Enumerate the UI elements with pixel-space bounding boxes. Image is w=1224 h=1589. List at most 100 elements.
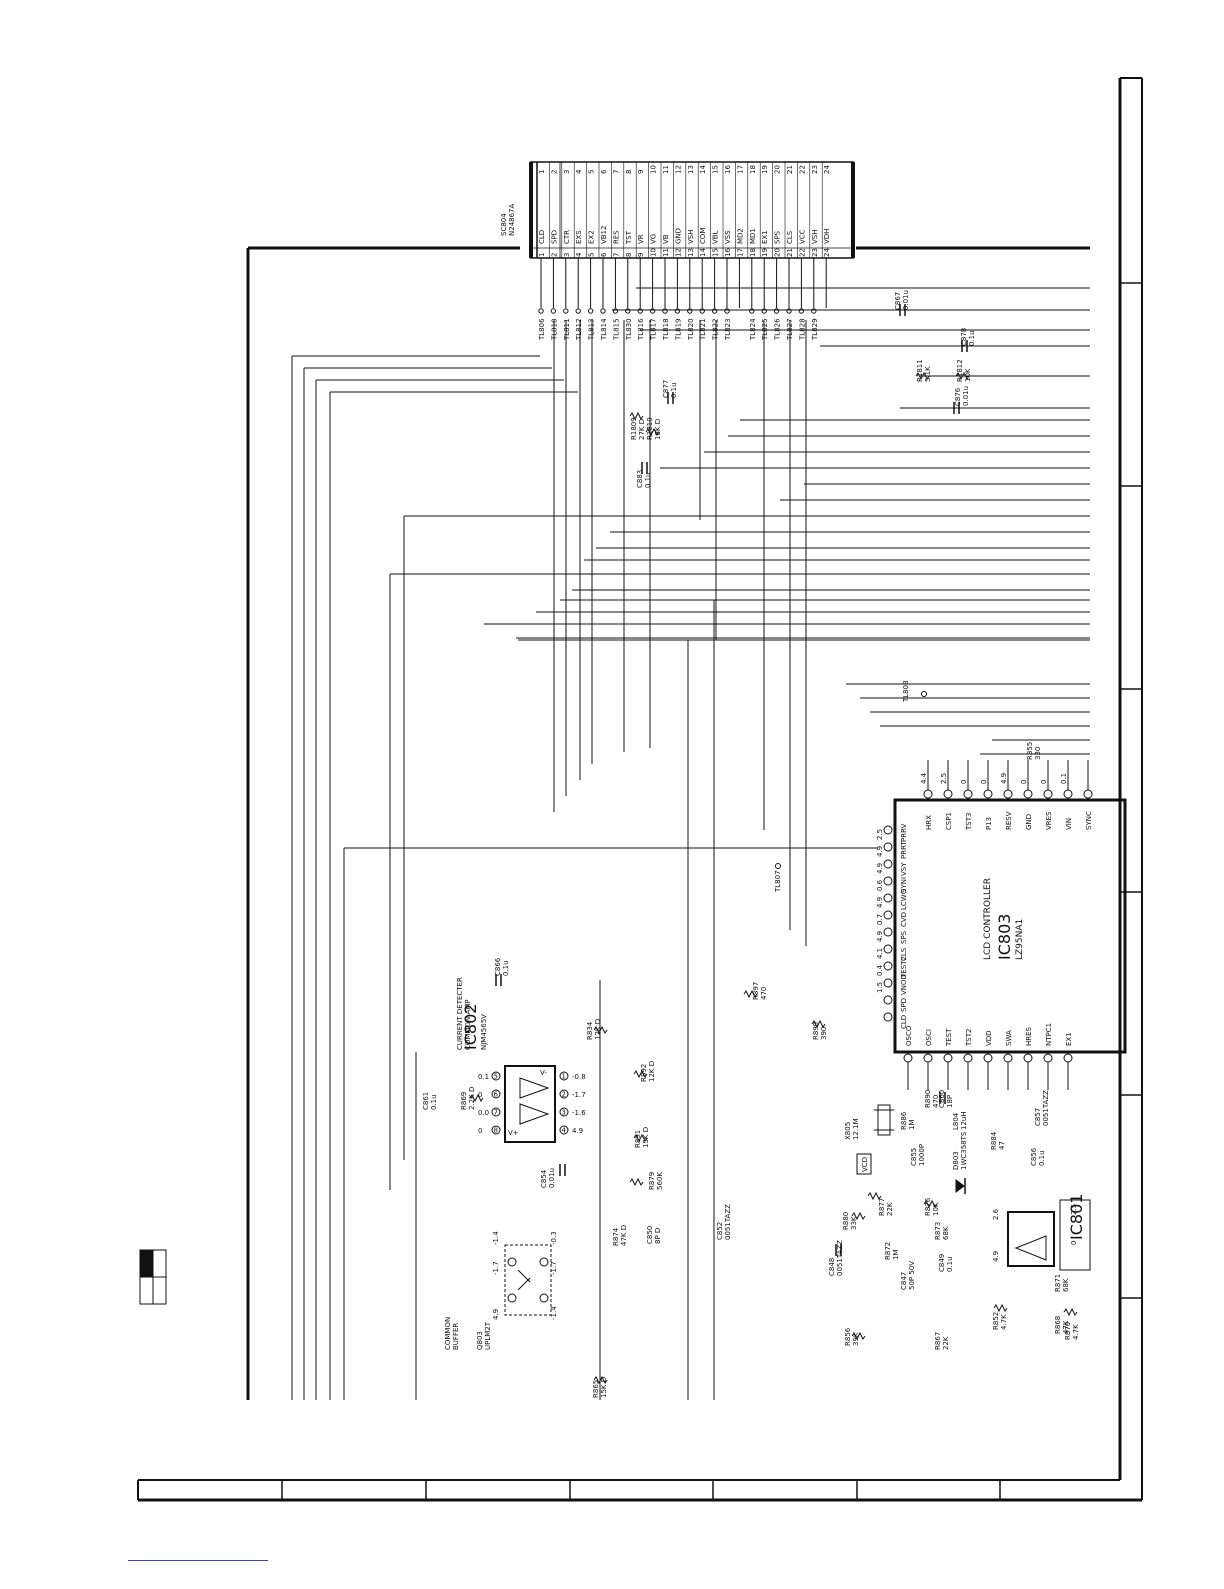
connector-pin-number: 22 [798,165,806,174]
connector-pin-signal: VDH [823,229,831,244]
component-ref: C883 [636,470,644,488]
ic803-left-voltage: 2.5 [940,773,948,784]
connector-pin-number-outer: 8 [625,253,633,257]
ic802-pin-number: 4 [562,1127,567,1135]
testpoint-label: TL815 [612,318,620,341]
resistor-zigzag [1063,1307,1078,1317]
connector-pin-number: 19 [761,165,769,174]
ic803-left-pin-label: GND [1025,814,1033,830]
connector-pin-number-outer: 13 [687,248,695,257]
ic803-left-pin-label: VRES [1045,811,1053,830]
q803-voltage: -1.7 [550,1261,558,1275]
connector-pin-number-outer: 19 [761,248,769,257]
ic803-left-voltage: 0 [1040,780,1048,784]
component-ref: R874 [612,1227,620,1246]
tl808: TL808 [902,680,927,703]
ic803-left-pin [1023,789,1033,799]
ic802-pin-voltage: 0.0 [478,1109,489,1117]
connector-pin-number: 12 [674,165,682,174]
ic802-pin-number: 1 [562,1073,566,1081]
component-ref: C857 [1034,1108,1042,1126]
ic803-ref: IC803 [995,914,1014,960]
component-ref: X805 [844,1122,852,1140]
component-value: 0051TAZZ [1042,1090,1050,1126]
component-value: 470 [932,1095,940,1108]
ic803-top-voltage: 0.4 [876,964,884,976]
component-ref: R869 [460,1092,468,1110]
connector-pin-number-outer: 3 [563,253,571,257]
ic803-top-pin-label: PRRV [900,823,908,842]
component-value: 0.1u [670,382,678,398]
connector-pin-number: 16 [724,165,732,174]
component-value: 0.01u [902,290,910,310]
ic803-right-pin [943,1053,953,1063]
testpoint-circle [575,308,581,314]
ic802-pin [559,1071,569,1081]
ic801-voltage: 4.9 [992,1251,1000,1262]
component-value: 2.2K D [468,1087,476,1110]
testpoint-label: TL826 [774,318,782,341]
ic803-top-voltage: 4.9 [876,897,884,908]
component-ref: C850 [646,1226,654,1244]
component-value: 47K D [620,1225,628,1246]
ic803-right-pin-label: EX1 [1065,1032,1073,1046]
ic803-right-pin-label: OSCI [925,1029,933,1046]
component-ref: R852 [992,1312,1000,1330]
ic801-voltage: 2.5 [1070,1204,1078,1215]
connector-pin-number: 13 [687,165,695,174]
connector-pin-number: 10 [650,165,658,174]
component-ref: R1809 [630,417,638,440]
vcd-label: VCD [861,1157,869,1172]
connector-pin-number-outer: 5 [588,253,596,257]
component-ref: R873 [934,1222,942,1240]
component-ref: R870 [1064,1322,1072,1340]
testpoint-circle [773,308,780,314]
connector-pin-signal: CLD [538,230,546,244]
connector-pin-signal: VB [662,234,670,244]
ic802-pin-number: 6 [494,1091,499,1099]
connector-pin-number: 1 [538,170,546,174]
q803-voltage: -0.3 [550,1231,558,1245]
connector-pin-signal: VSH [687,230,695,245]
ic803-left-voltage: 0.1 [1060,773,1068,784]
ic801-voltage: 0 [1070,1241,1078,1245]
component-value: 12.1M [852,1118,860,1140]
ic803-left-voltage: 0 [980,780,988,784]
ic803-right-pin [963,1053,973,1063]
ic802-desc1: CURRENT DETECTER [456,977,464,1050]
component-value: 0.01u [548,1168,556,1188]
connector-pin-number: 8 [625,170,633,174]
component-ref: R899 [812,1022,820,1040]
component-value: 5.1K [924,366,932,382]
component-ref: R897 [752,982,760,1000]
ic801-ref: IC801 [1067,1194,1086,1240]
resistor-zigzag [645,427,660,437]
testpoint-circle [538,308,544,314]
connector-pin-number: 23 [811,165,819,174]
resistor-zigzag [867,1191,882,1201]
ic802-pin-voltage: -1.7 [572,1091,586,1099]
connector-pin-signal: COM [699,228,707,244]
ic802-pin-voltage: -0.8 [572,1073,586,1081]
connector-pin-number-outer: 24 [823,248,831,257]
component-ref: C854 [540,1169,548,1188]
wiring [291,258,1090,1400]
q803-voltage: -1.7 [492,1261,500,1275]
component-ref: R867 [934,1332,942,1350]
q803-part: UPLM2T [484,1321,492,1350]
ic803-top-pin [883,1012,893,1022]
connector-pin-number: 11 [662,165,670,174]
component-ref: R855 [1026,742,1034,760]
ic803-right-pin-label: SWA [1005,1030,1013,1046]
connector-pin-number-outer: 4 [575,252,583,257]
connector-pin-number-outer: 22 [798,248,806,257]
ic802-pin-number: 7 [494,1109,498,1117]
testpoint-circle [749,308,755,314]
component-value: 0051TAZZ [724,1204,732,1240]
connector-pin-signal: VSH [811,230,819,245]
component-ref: R876 [924,1197,932,1216]
component-value: 0.1u [644,472,652,488]
page-link-underline[interactable] [128,1548,268,1561]
testpoint-label: TL806 [538,318,546,341]
component-value: 0.1u [968,330,976,346]
